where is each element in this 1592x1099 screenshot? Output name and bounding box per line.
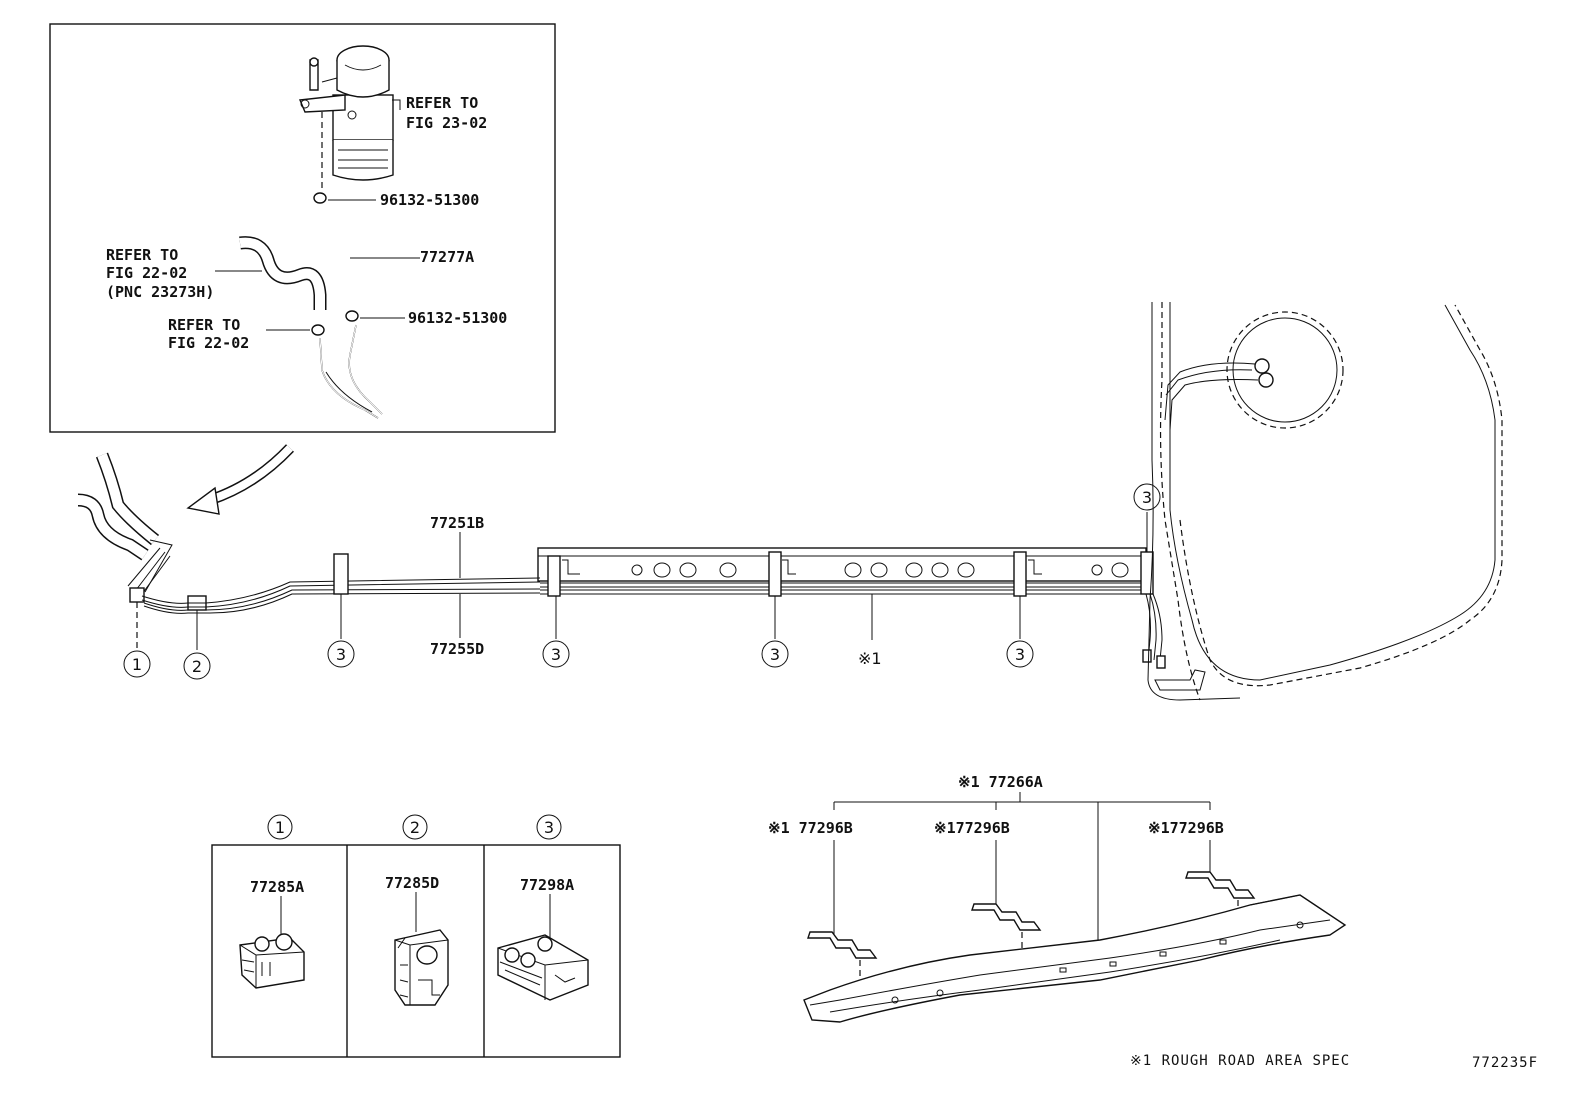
clip-3c-icon xyxy=(768,551,782,597)
inset-frame xyxy=(49,23,556,433)
fuel-tank-outline xyxy=(1147,302,1503,701)
clip-77285d-icon xyxy=(394,929,449,1006)
clamp-top-icon xyxy=(313,192,327,204)
tube-lower-part: 77255D xyxy=(430,640,484,658)
protector-channel xyxy=(537,547,1147,582)
clip-77285a-icon xyxy=(239,933,305,989)
clip-77298a-icon xyxy=(497,934,589,1001)
callout-3d: 3 xyxy=(1006,596,1034,668)
bracket-part-3: ※177296B xyxy=(1148,819,1224,837)
fuel-line-routing xyxy=(77,452,1166,669)
legend-item-3: ③ 3 77298A xyxy=(497,814,589,1001)
protector-plate-icon xyxy=(803,894,1347,1023)
clip-legend: ① 1 77285A ② 2 77285D xyxy=(211,814,621,1058)
svg-text:3: 3 xyxy=(336,645,346,664)
svg-text:1: 1 xyxy=(275,818,285,837)
svg-text:2: 2 xyxy=(192,657,202,676)
protector-holes xyxy=(631,562,1129,578)
clamp-bottom-part: 96132-51300 xyxy=(408,309,507,327)
clip-1-icon xyxy=(129,587,145,603)
refer-22-02-pnc-line3: (PNC 23273H) xyxy=(106,283,214,301)
rough-road-mark: ※1 xyxy=(858,649,882,668)
svg-text:3: 3 xyxy=(770,645,780,664)
svg-text:3: 3 xyxy=(1142,488,1152,507)
legend-part-2: 77285D xyxy=(385,874,439,892)
callout-1: 1 xyxy=(123,602,151,678)
clip-3b-icon xyxy=(547,555,561,597)
clamp-bottom-icon xyxy=(311,310,359,336)
refer-22-02-pnc-line1: REFER TO xyxy=(106,246,178,264)
footnote: ※1 ROUGH ROAD AREA SPEC xyxy=(1130,1053,1350,1069)
callout-3e: 3 xyxy=(1133,483,1161,552)
svg-text:3: 3 xyxy=(544,818,554,837)
fuel-filter-icon xyxy=(298,45,401,181)
refer-23-02-line2: FIG 23-02 xyxy=(406,114,487,132)
fuel-pipes-inset-icon xyxy=(319,324,383,419)
svg-text:3: 3 xyxy=(551,645,561,664)
callout-3b: 3 xyxy=(542,596,570,668)
protector-assembly: ※1 77266A ※1 77296B ※177296B ※177296B xyxy=(768,773,1347,1023)
clip-3a-icon xyxy=(333,553,349,595)
figure-id: 772235F xyxy=(1472,1055,1538,1071)
svg-text:2: 2 xyxy=(410,818,420,837)
callout-3a: 3 xyxy=(327,594,355,668)
bracket-part-1: ※1 77296B xyxy=(768,819,853,837)
refer-23-02-line1: REFER TO xyxy=(406,94,478,112)
callout-3c: 3 xyxy=(761,596,789,668)
refer-22-02-line2: FIG 22-02 xyxy=(168,334,249,352)
legend-item-2: ② 2 77285D xyxy=(385,814,449,1006)
assembly-part: ※1 77266A xyxy=(958,773,1043,791)
legend-part-1: 77285A xyxy=(250,878,304,896)
bracket-icon xyxy=(807,871,1256,959)
svg-text:3: 3 xyxy=(1015,645,1025,664)
bracket-part-2: ※177296B xyxy=(934,819,1010,837)
refer-22-02-line1: REFER TO xyxy=(168,316,240,334)
legend-item-1: ① 1 77285A xyxy=(239,814,305,989)
callout-2: 2 xyxy=(183,610,211,680)
refer-22-02-pnc-line2: FIG 22-02 xyxy=(106,264,187,282)
detail-arrow-icon xyxy=(186,444,294,515)
clamp-top-part: 96132-51300 xyxy=(380,191,479,209)
legend-part-3: 77298A xyxy=(520,876,574,894)
clip-3d-icon xyxy=(1013,551,1027,597)
tube-upper-part: 77251B xyxy=(430,514,484,532)
inset-detail: REFER TO FIG 23-02 96132-51300 77277A RE… xyxy=(49,23,556,433)
hose-part: 77277A xyxy=(420,248,474,266)
svg-text:1: 1 xyxy=(132,655,142,674)
